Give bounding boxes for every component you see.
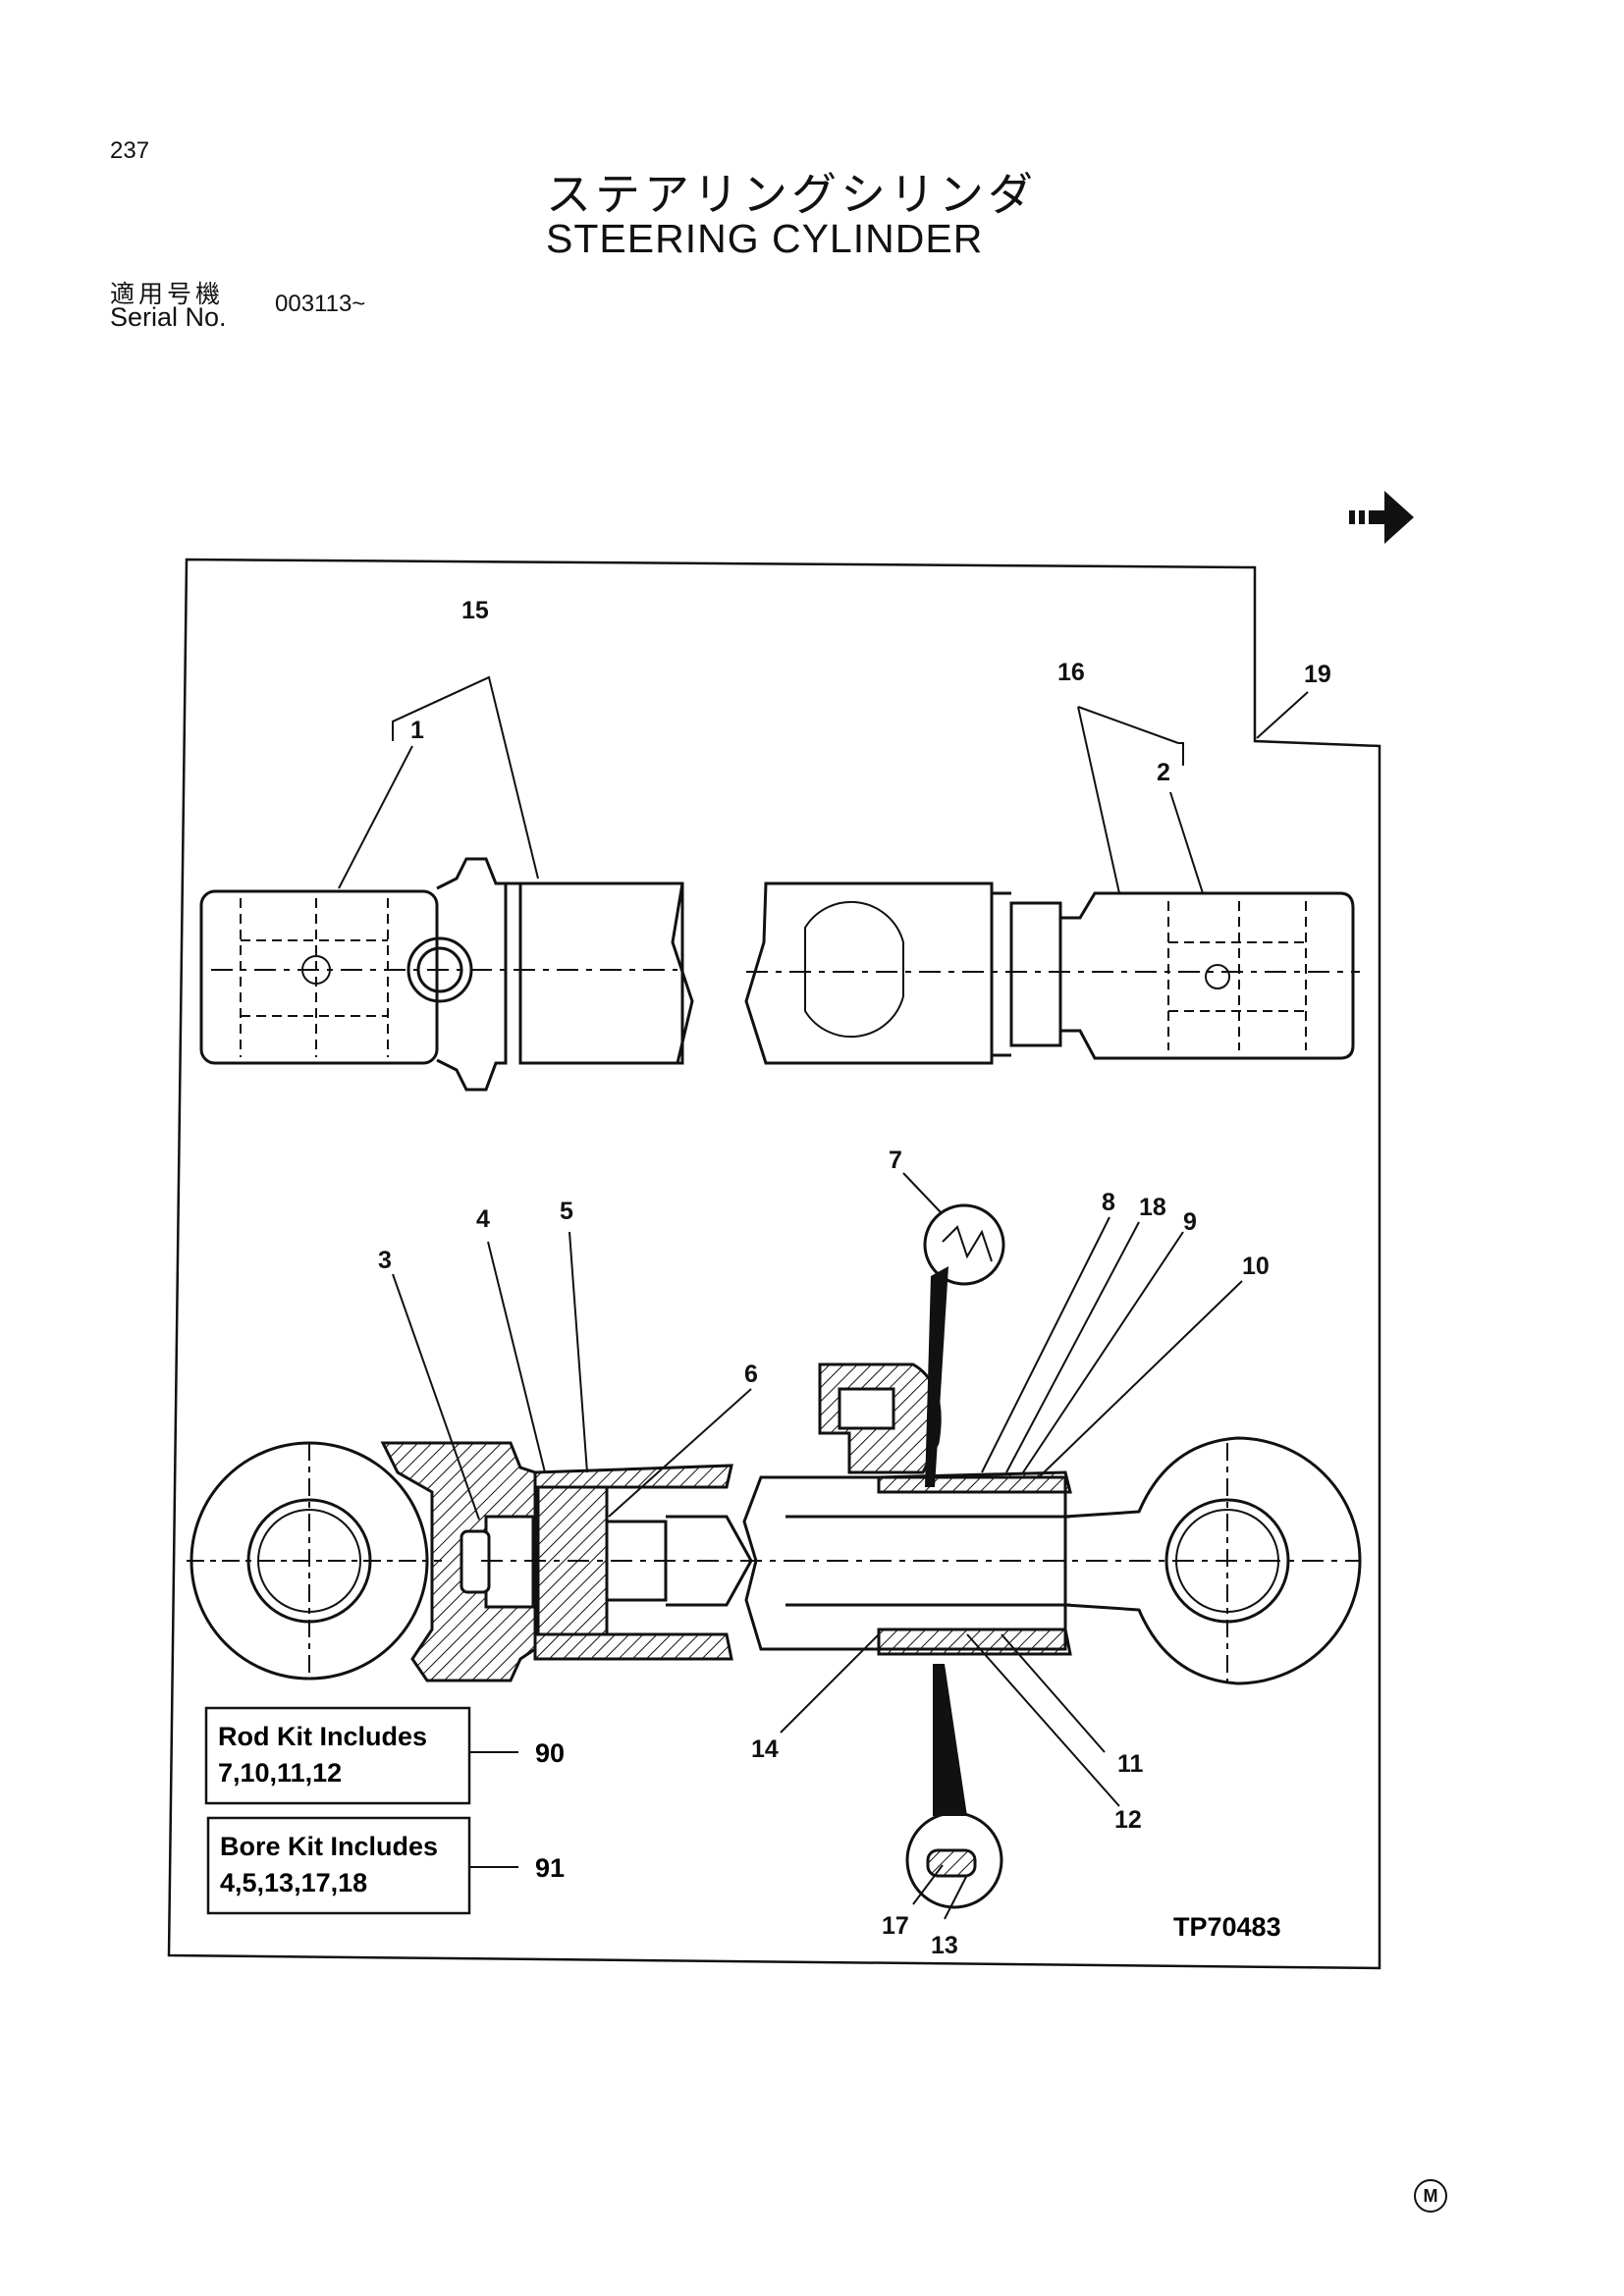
- diagram-frame: [167, 558, 1381, 1970]
- callout-19: 19: [1304, 661, 1331, 688]
- seal-pointer-top: [925, 1266, 948, 1487]
- reference-code: TP70483: [1173, 1912, 1281, 1942]
- bore-kit-box: Bore Kit Includes 4,5,13,17,18 91: [206, 1816, 565, 1915]
- rod-kit-items: 7,10,11,12: [218, 1758, 342, 1788]
- callout-17: 17: [882, 1912, 909, 1940]
- callout-11: 11: [1117, 1750, 1144, 1778]
- callout-9: 9: [1183, 1208, 1197, 1236]
- rod-kit-title: Rod Kit Includes: [218, 1722, 427, 1751]
- callout-1: 1: [410, 717, 424, 744]
- serial-label-jp: 適用号機: [110, 280, 225, 308]
- callout-18: 18: [1139, 1194, 1166, 1221]
- page-title-jp: ステアリングシリンダ: [546, 168, 1037, 221]
- callout-15: 15: [461, 597, 489, 624]
- leader-lines: [338, 675, 1309, 1920]
- page-number: 237: [110, 137, 150, 164]
- callout-7: 7: [889, 1147, 902, 1174]
- seal-pointer-bottom: [933, 1664, 967, 1816]
- bore-kit-number: 91: [535, 1853, 565, 1883]
- piston-rod-assembly: [744, 881, 1360, 1065]
- bore-kit-items: 4,5,13,17,18: [220, 1868, 367, 1897]
- callout-16: 16: [1057, 659, 1085, 686]
- callout-13: 13: [931, 1932, 958, 1959]
- callout-14: 14: [751, 1735, 779, 1763]
- sectional-view: [187, 1203, 1362, 1909]
- callout-10: 10: [1242, 1253, 1270, 1280]
- cylinder-tube-assembly: [199, 857, 694, 1092]
- arrow-right-icon[interactable]: [1349, 491, 1414, 544]
- rod-kit-box: Rod Kit Includes 7,10,11,12 90: [204, 1706, 565, 1805]
- serial-value: 003113~: [275, 291, 366, 317]
- rod-kit-number: 90: [535, 1738, 565, 1768]
- callout-6: 6: [744, 1361, 758, 1388]
- callout-4: 4: [476, 1205, 490, 1233]
- manufacturer-mark: M: [1414, 2179, 1447, 2213]
- serial-label-en: Serial No.: [110, 302, 227, 332]
- callout-8: 8: [1102, 1189, 1115, 1216]
- bore-kit-title: Bore Kit Includes: [220, 1832, 438, 1861]
- callout-5: 5: [560, 1198, 573, 1225]
- callout-2: 2: [1157, 759, 1170, 786]
- page-title-en: STEERING CYLINDER: [546, 216, 984, 261]
- callout-12: 12: [1114, 1806, 1142, 1834]
- callout-3: 3: [378, 1247, 392, 1274]
